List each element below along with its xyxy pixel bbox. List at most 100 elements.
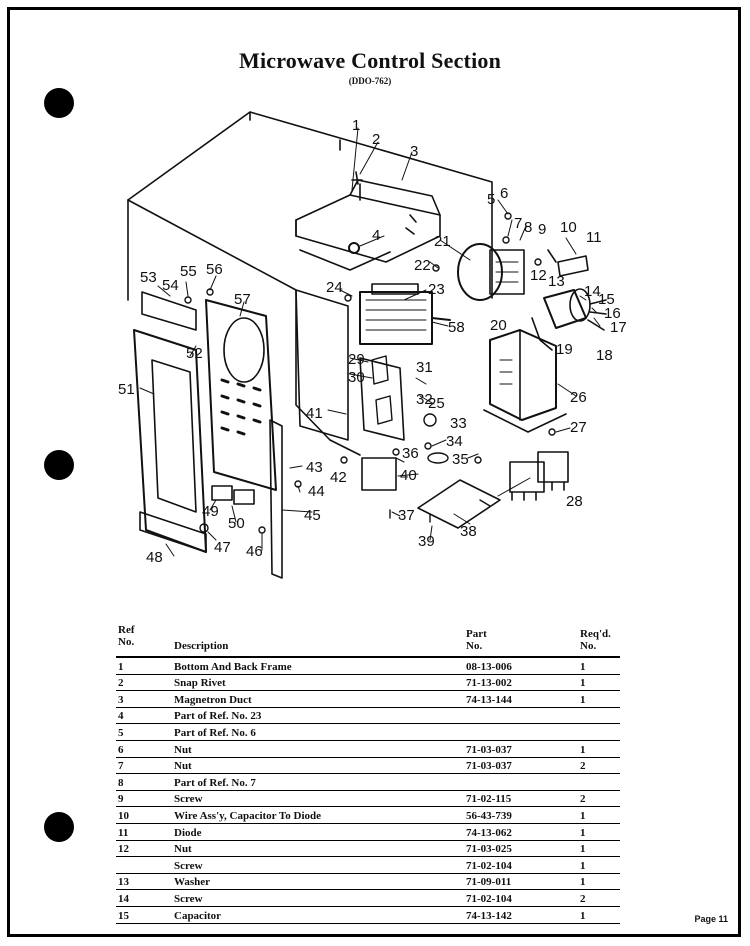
reqd-cell: 1 — [580, 843, 586, 856]
reqd-cell: 1 — [580, 809, 586, 822]
callout-35: 35 — [452, 451, 469, 468]
callout-4: 4 — [372, 227, 380, 244]
description-cell: Screw — [174, 793, 203, 806]
callout-26: 26 — [570, 389, 587, 406]
callout-20: 20 — [490, 317, 507, 334]
callout-11: 11 — [586, 229, 602, 246]
callout-2: 2 — [372, 131, 380, 148]
callout-50: 50 — [228, 515, 245, 532]
part-no-cell: 71-02-104 — [466, 892, 512, 905]
control-panel — [133, 291, 283, 579]
callout-43: 43 — [306, 459, 323, 476]
description-cell: Capacitor — [174, 909, 222, 922]
ref-no-cell: 9 — [118, 793, 124, 806]
callout-58: 58 — [448, 319, 465, 336]
reqd-cell: 1 — [580, 826, 586, 839]
table-row: 9 Screw 71-02-115 2 — [116, 791, 620, 808]
callout-28: 28 — [566, 493, 583, 510]
description-cell: Screw — [174, 892, 203, 905]
description-cell: Diode — [174, 826, 202, 839]
description-cell: Snap Rivet — [174, 677, 226, 690]
callout-24: 24 — [326, 279, 343, 296]
reqd-cell: 1 — [580, 693, 586, 706]
ref-no-cell: 1 — [118, 660, 124, 673]
reqd-cell: 1 — [580, 677, 586, 690]
callout-22: 22 — [414, 257, 431, 274]
callout-17: 17 — [610, 319, 627, 336]
parts-list-header: Ref No. Description Part No. Req'd. No. — [116, 624, 620, 658]
exploded-parts-diagram: 1 2 3 4 5 6 7 8 9 10 11 12 13 14 15 16 1… — [118, 111, 627, 579]
part-no-cell: 71-02-115 — [466, 793, 512, 806]
callout-53: 53 — [140, 269, 157, 286]
header-reqd-no: Req'd. No. — [580, 628, 611, 652]
callout-1: 1 — [352, 117, 360, 134]
callout-6: 6 — [500, 185, 508, 202]
callout-numbers: 1 2 3 4 5 6 7 8 9 10 11 12 13 14 15 16 1… — [118, 117, 627, 566]
description-cell: Part of Ref. No. 7 — [174, 776, 256, 789]
callout-5: 5 — [487, 191, 495, 208]
header-ref-no: Ref No. — [118, 624, 135, 648]
reqd-cell: 1 — [580, 743, 586, 756]
header-part-no: Part No. — [466, 628, 487, 652]
callout-15: 15 — [598, 291, 615, 308]
reqd-cell: 1 — [580, 859, 586, 872]
callout-52: 52 — [186, 345, 203, 362]
description-cell: Part of Ref. No. 6 — [174, 726, 256, 739]
description-cell: Nut — [174, 843, 192, 856]
ref-no-cell: 8 — [118, 776, 124, 789]
callout-39: 39 — [418, 533, 435, 550]
high-voltage-transformer — [483, 329, 567, 433]
callout-56: 56 — [206, 261, 223, 278]
description-cell: Magnetron Duct — [174, 693, 252, 706]
magnetron — [359, 283, 451, 345]
callout-23: 23 — [428, 281, 445, 298]
header-description: Description — [174, 640, 229, 652]
magnetron-duct — [295, 179, 441, 271]
part-no-cell: 71-03-037 — [466, 743, 512, 756]
description-cell: Wire Ass'y, Capacitor To Diode — [174, 809, 321, 822]
callout-25: 25 — [428, 395, 445, 412]
part-no-cell: 71-03-037 — [466, 760, 512, 773]
callout-51: 51 — [118, 381, 135, 398]
callout-44: 44 — [308, 483, 325, 500]
part-no-cell: 71-03-025 — [466, 843, 512, 856]
callout-30: 30 — [348, 369, 365, 386]
description-cell: Screw — [174, 859, 203, 872]
part-no-cell: 74-13-062 — [466, 826, 512, 839]
binder-hole-top — [44, 88, 74, 118]
reqd-cell: 2 — [580, 892, 586, 905]
callout-21: 21 — [434, 233, 451, 250]
parts-list-table: Ref No. Description Part No. Req'd. No. … — [116, 624, 620, 924]
ref-no-cell: 6 — [118, 743, 124, 756]
callout-57: 57 — [234, 291, 251, 308]
callout-37: 37 — [398, 507, 415, 524]
reqd-cell: 2 — [580, 793, 586, 806]
callout-7: 7 — [514, 215, 522, 232]
reqd-cell: 1 — [580, 909, 586, 922]
callout-48: 48 — [146, 549, 163, 566]
callout-18: 18 — [596, 347, 613, 364]
part-no-cell: 71-09-011 — [466, 876, 512, 889]
model-subtitle: (DDO-762) — [348, 76, 392, 86]
callout-12: 12 — [530, 267, 547, 284]
callout-38: 38 — [460, 523, 477, 540]
bottom-and-back-frame — [127, 111, 493, 456]
callout-34: 34 — [446, 433, 463, 450]
page-number: Page 11 — [694, 914, 728, 924]
callout-29: 29 — [348, 351, 365, 368]
callout-13: 13 — [548, 273, 565, 290]
ref-no-cell: 2 — [118, 677, 124, 690]
callout-45: 45 — [304, 507, 321, 524]
fasteners — [184, 212, 556, 534]
callout-9: 9 — [538, 221, 546, 238]
